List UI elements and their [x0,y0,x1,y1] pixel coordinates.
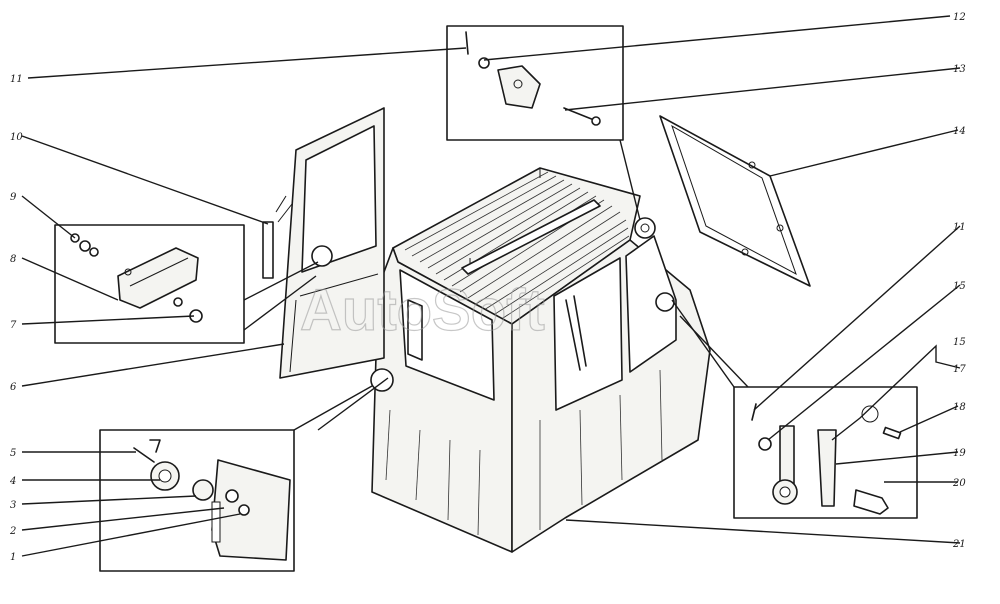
callout-label: 9 [10,192,17,203]
callout-label: 5 [10,448,16,459]
detail-box-lock [99,429,295,572]
callout-label: 13 [953,64,966,75]
callout-label: 6 [10,382,17,393]
callout-label: 15 [953,337,966,348]
cab-body [370,167,711,553]
detail-box-hinge [54,224,245,344]
callout-label: 7 [10,320,17,331]
callout-label: 18 [953,402,966,413]
callout-label: 3 [10,500,16,511]
callout-label: 21 [952,539,966,550]
detail-box-latch [446,25,624,141]
callout-label: 4 [9,476,16,487]
callout-labels: 1 2 3 4 5 6 7 8 9 10 11 11 12 13 14 15 1… [9,12,966,563]
window-frame [659,115,811,287]
callout-label: 1 [10,552,16,563]
callout-label: 8 [10,254,16,265]
callout-label: 14 [953,126,966,137]
callout-label: 10 [10,132,23,143]
leader-lines [21,15,961,557]
callout-label: 20 [952,478,966,489]
roof-ribs [404,171,630,321]
callout-label: 15 [953,281,966,292]
detail-box-handle [733,386,918,519]
callout-label: 17 [953,364,966,375]
watermark: AutoSoft [300,278,545,343]
callout-label: 12 [953,12,966,23]
door-assembly [262,107,385,379]
wall-panel-lines [385,369,663,536]
callout-label: 11 [10,74,23,85]
callout-label: 2 [9,526,16,537]
callout-label: 11 [953,222,966,233]
callout-label: 19 [953,448,966,459]
